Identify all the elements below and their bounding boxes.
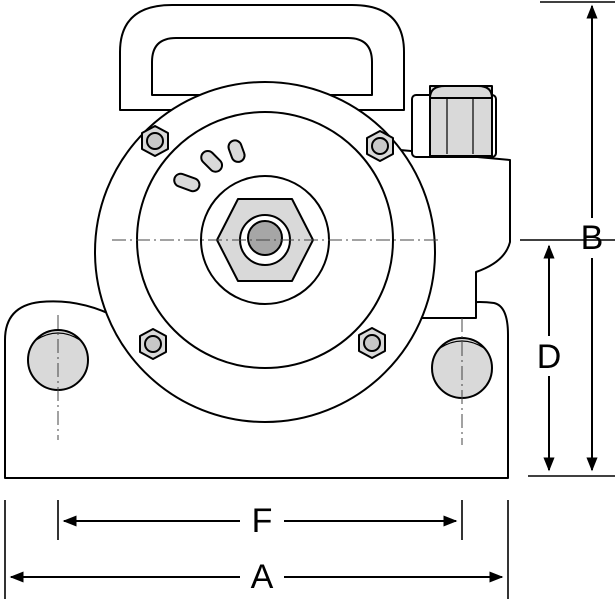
- dimension-f-label: F: [252, 502, 273, 540]
- dimension-a-label: A: [251, 558, 274, 596]
- dimension-f: F: [62, 502, 458, 540]
- dimension-b: B: [581, 4, 604, 472]
- flange-bolt-bottom-left: [139, 328, 167, 360]
- shaft-end: [247, 220, 283, 256]
- center-lines: [57, 239, 463, 445]
- lifting-eye: [119, 4, 405, 111]
- dimension-d: D: [537, 244, 562, 472]
- flange-bolt-top-left: [141, 125, 169, 157]
- dimension-b-label: B: [581, 219, 604, 257]
- terminal-bolt: [429, 85, 493, 157]
- dimension-a: A: [9, 558, 504, 596]
- flange-bolt-bottom-right: [358, 327, 386, 359]
- dimension-d-label: D: [537, 338, 562, 376]
- flange-bolt-top-right: [366, 130, 394, 162]
- vent-slots: [173, 139, 246, 193]
- extension-lines: [4, 1, 615, 599]
